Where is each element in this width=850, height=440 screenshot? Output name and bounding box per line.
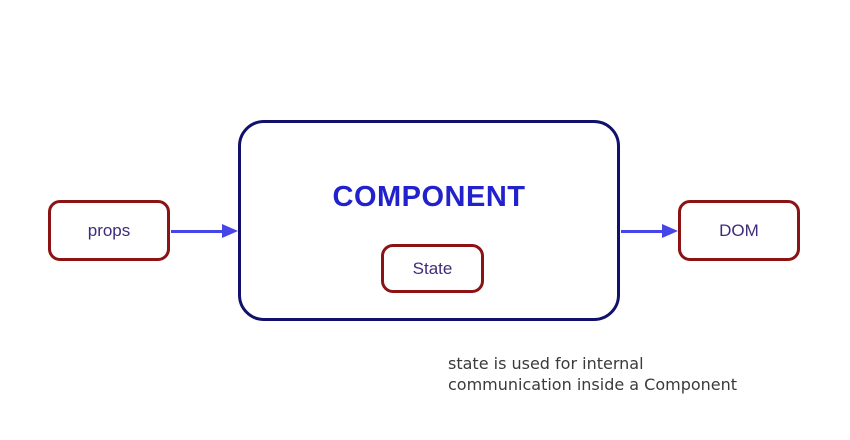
- state-node: State: [381, 244, 484, 293]
- dom-label: DOM: [719, 220, 759, 240]
- arrow-right-icon: [662, 224, 678, 238]
- caption: state is used for internal communication…: [448, 353, 737, 395]
- props-to-component-arrow: [171, 224, 238, 238]
- component-to-dom-arrow: [621, 224, 678, 238]
- caption-line-1: state is used for internal: [448, 354, 644, 373]
- state-label: State: [412, 258, 453, 278]
- arrow-line: [621, 229, 665, 233]
- arrow-line: [171, 229, 225, 233]
- props-node: props: [48, 200, 170, 261]
- props-label: props: [87, 220, 131, 240]
- component-node: COMPONENT State: [238, 120, 620, 321]
- arrow-right-icon: [222, 224, 238, 238]
- caption-line-2: communication inside a Component: [448, 375, 738, 394]
- component-title: COMPONENT: [332, 181, 526, 213]
- dom-node: DOM: [678, 200, 800, 261]
